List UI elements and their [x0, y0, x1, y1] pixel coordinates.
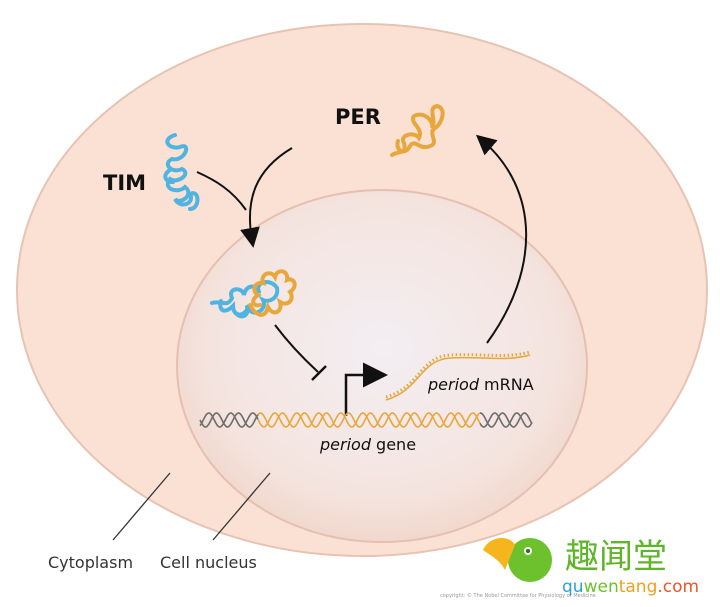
tim-per-complex	[210, 269, 297, 319]
dna-strand	[257, 412, 481, 428]
period-gene-dna	[199, 412, 533, 428]
per-label: PER	[335, 105, 381, 129]
transcription-arrow	[344, 362, 388, 416]
mrna-label: period mRNA	[427, 375, 534, 394]
export-arrow	[475, 134, 528, 344]
svg-text:趣闻堂: 趣闻堂	[565, 537, 667, 577]
dna-strand	[479, 412, 533, 428]
cytoplasm-label: Cytoplasm	[48, 553, 133, 572]
inhibition-arrow	[274, 324, 319, 373]
tim-label: TIM	[103, 171, 146, 195]
inhibition-bar	[311, 365, 327, 381]
cytoplasm-pointer	[112, 472, 171, 541]
dna-strand	[257, 412, 481, 428]
quwentang-watermark-logo: 趣闻堂 quwentang.com	[483, 532, 699, 597]
dna-strand	[199, 412, 259, 428]
nucleus-pointer	[212, 472, 271, 541]
nucleus-label: Cell nucleus	[160, 553, 257, 572]
dna-strand	[480, 412, 533, 428]
arrow-to-nucleus	[240, 147, 293, 248]
per-protein	[390, 103, 445, 157]
svg-text:quwentang.com: quwentang.com	[562, 577, 699, 597]
gene-label: period gene	[319, 435, 416, 454]
dna-strand	[199, 412, 259, 428]
tim-protein	[163, 133, 200, 211]
copyright-text: copyright: © The Nobel Committee for Phy…	[440, 592, 596, 599]
arrow-tim-bind	[196, 171, 247, 211]
